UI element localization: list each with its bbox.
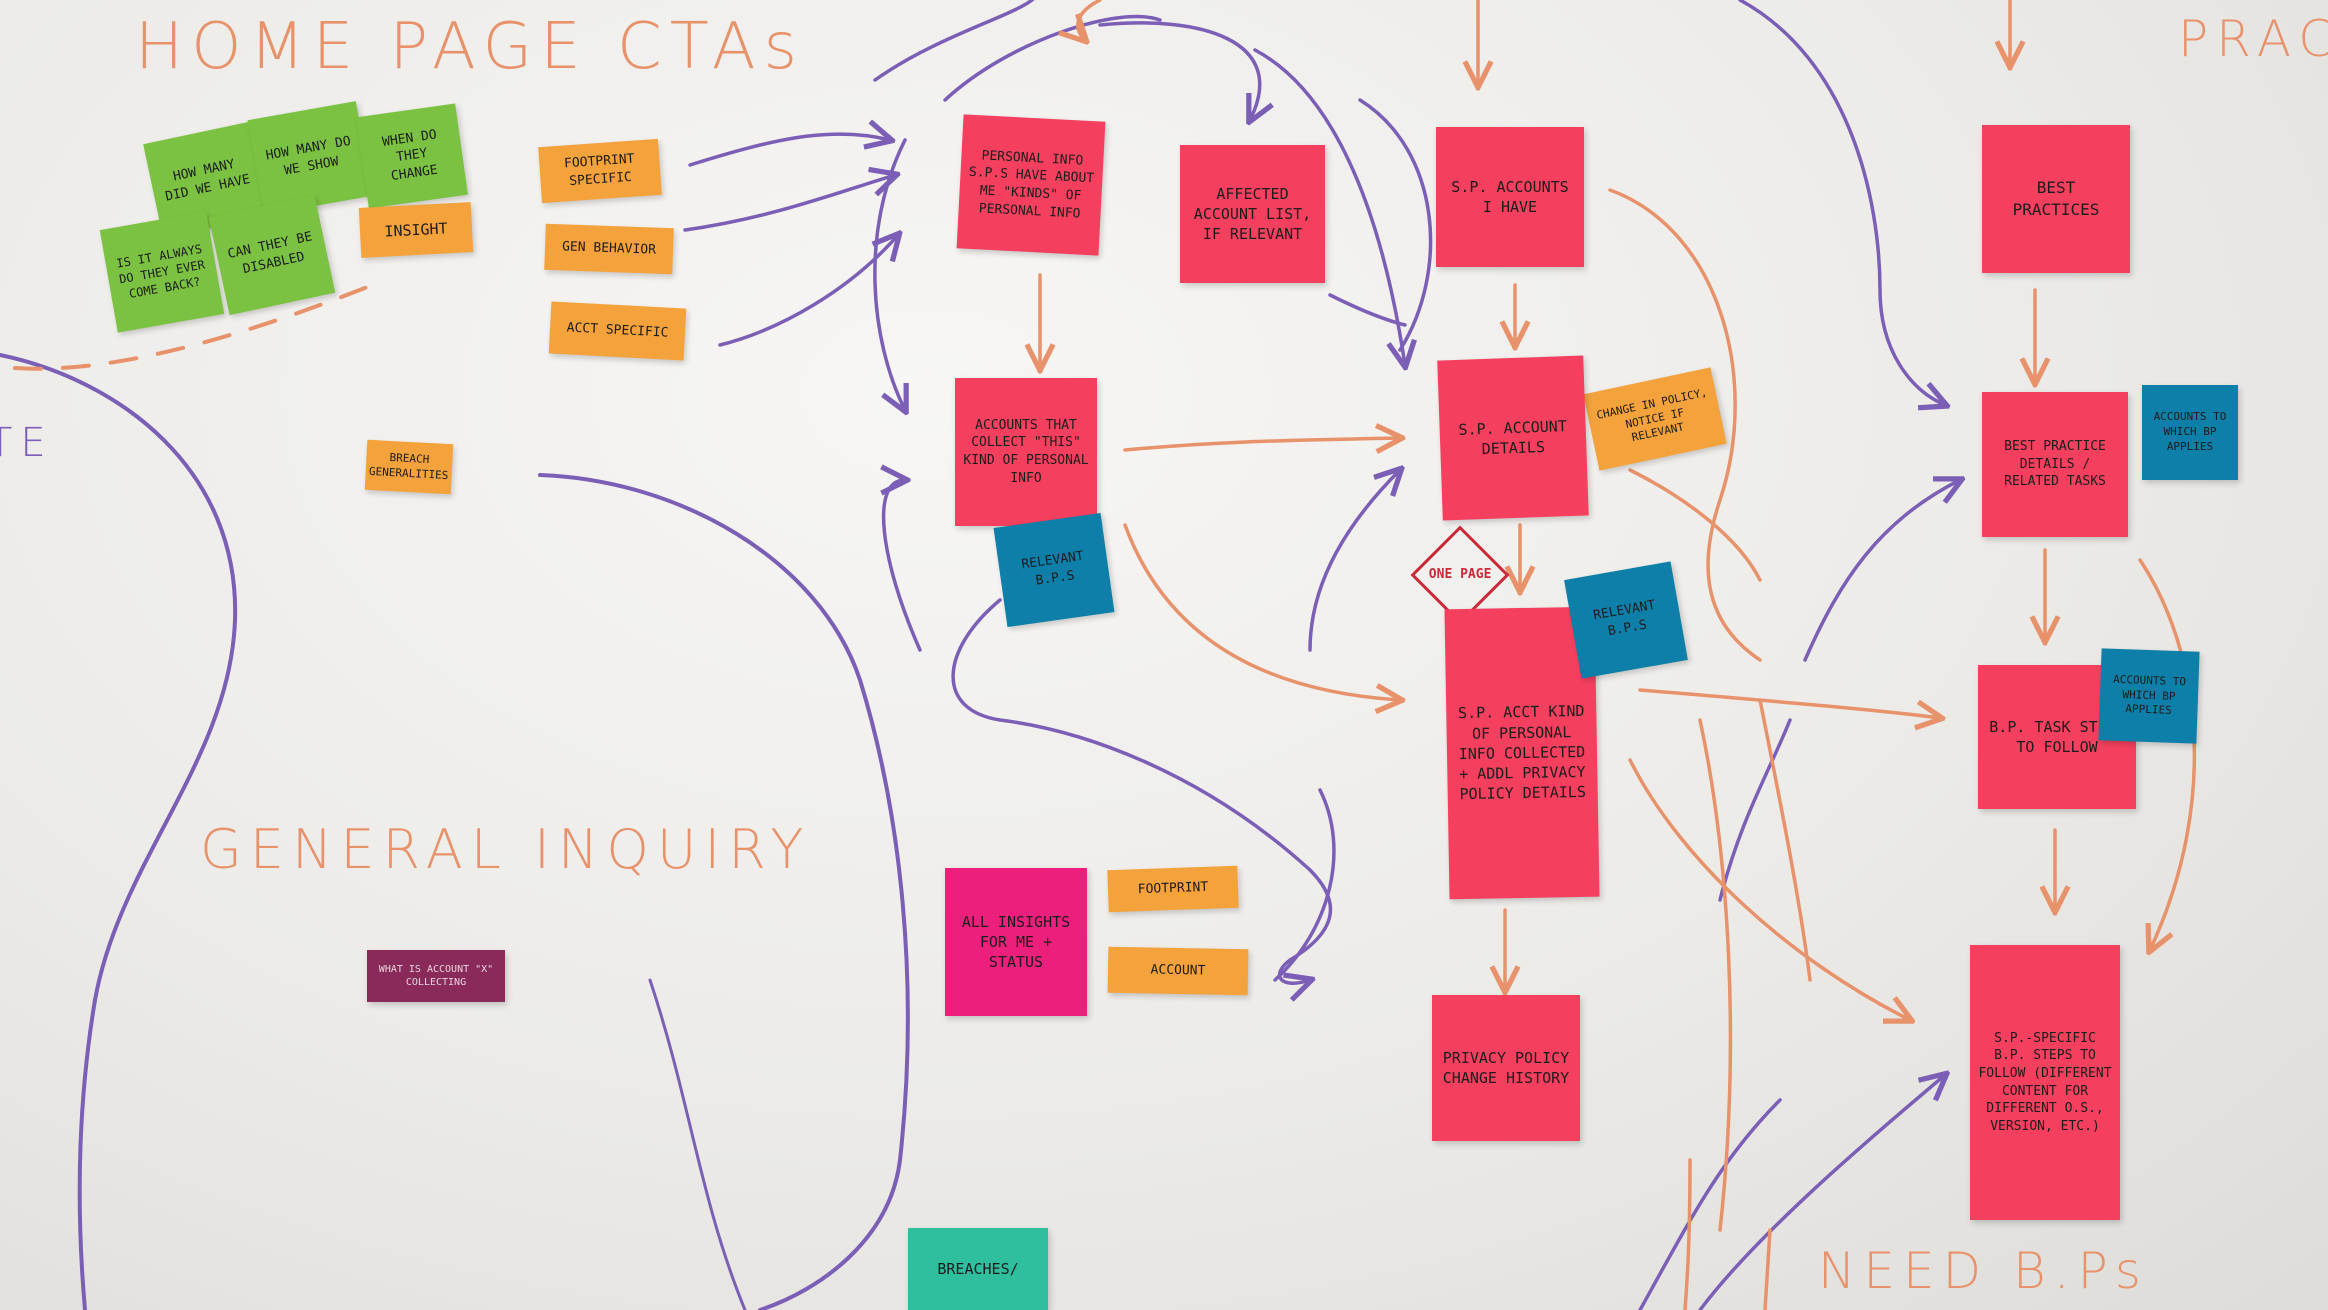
flow-arrow (1123, 438, 1400, 450)
flow-arrow (873, 138, 905, 410)
flow-arrow (1123, 523, 1400, 700)
stamp-label: ONE PAGE (1428, 566, 1492, 582)
sticky-note: S.P. ACCOUNTS I HAVE (1436, 127, 1584, 267)
flow-arrow (1803, 480, 1960, 662)
flow-arrow (683, 175, 895, 232)
sticky-note: BREACH GENERALITIES (364, 439, 454, 495)
sticky-note: IS IT ALWAYS DO THEY EVER COME BACK? (99, 211, 225, 333)
sticky-note: RELEVANT B.P.S (1564, 561, 1688, 679)
flow-arrow (1718, 718, 1792, 902)
sticky-note: BEST PRACTICES (1982, 125, 2130, 273)
region-boundary-line (0, 353, 238, 1310)
flow-arrow (1273, 788, 1336, 982)
flow-arrow (2138, 558, 2197, 950)
sticky-note: WHAT IS ACCOUNT "X" COLLECTING (367, 950, 505, 1002)
sticky-note: ACCT SPECIFIC (548, 301, 687, 361)
flow-arrow (1628, 758, 1910, 1020)
sticky-note: WHEN DO THEY CHANGE (356, 103, 468, 209)
sticky-note: FOOTPRINT (1107, 865, 1239, 913)
sticky-note: S.P. ACCOUNT DETAILS (1437, 355, 1589, 521)
sticky-note: RELEVANT B.P.s (993, 512, 1115, 628)
sticky-note: BREACHES/ (908, 1228, 1048, 1310)
sticky-note: PERSONAL INFO S.P.s HAVE ABOUT ME "KINDS… (956, 114, 1106, 256)
flow-arrow (1638, 688, 1940, 718)
region-boundary-line (538, 473, 910, 1310)
flow-arrow (1698, 1075, 1945, 1310)
sticky-note: GEN BEHAVIOR (544, 223, 674, 275)
sticky-note: ACCOUNTS THAT COLLECT "THIS" KIND OF PER… (955, 378, 1097, 526)
flow-arrow (1098, 21, 1260, 120)
flow-arrow (1763, 1228, 1772, 1310)
flow-arrow (873, 0, 1035, 82)
sticky-note: BEST PRACTICE DETAILS / RELATED TASKS (1982, 392, 2128, 537)
heading-left-partial: TE (0, 420, 54, 466)
sticky-note: PRIVACY POLICY CHANGE HISTORY (1432, 995, 1580, 1141)
flow-arrow (1683, 1158, 1692, 1310)
flow-arrow (1308, 470, 1400, 652)
flow-arrow (1253, 48, 1405, 365)
flow-arrow (884, 480, 922, 652)
sticky-note: ACCOUNTS TO WHICH BP APPLIES (2098, 648, 2200, 744)
heading-need-bps: NEED B.Ps (1818, 1242, 2149, 1300)
flow-arrow (1698, 718, 1733, 1232)
sticky-note: ALL INSIGHTS FOR ME + STATUS (945, 868, 1087, 1016)
flow-arrow (1638, 1098, 1782, 1310)
flow-arrow (1328, 293, 1407, 327)
sticky-note: FOOTPRINT SPECIFIC (538, 138, 662, 204)
flow-arrow (1608, 188, 1762, 662)
heading-home-page-ctas: HOME PAGE CTAs (135, 10, 805, 84)
flow-arrow (1358, 98, 1433, 352)
flow-arrow (688, 134, 890, 167)
sticky-note: ACCOUNT (1107, 946, 1249, 996)
sticky-note: ACCOUNTS TO WHICH BP APPLIES (2142, 385, 2238, 480)
flow-arrow (1738, 0, 1945, 405)
flow-arrow (943, 14, 1162, 102)
sticky-note: AFFECTED ACCOUNT LIST, IF RELEVANT (1180, 145, 1325, 283)
flow-arrow (951, 598, 1333, 983)
heading-practices-partial: PRACT (2178, 10, 2328, 68)
flow-arrow (1628, 468, 1762, 582)
flow-arrow (1758, 698, 1812, 982)
flow-arrow (1078, 0, 1102, 40)
region-boundary-line (648, 978, 747, 1310)
heading-general-inquiry: GENERAL INQUIRY (200, 818, 812, 881)
flow-arrow (718, 235, 898, 347)
sticky-note: INSIGHT (358, 202, 474, 258)
sticky-note: S.P.-SPECIFIC B.P. STEPS TO FOLLOW (DIFF… (1970, 945, 2120, 1220)
